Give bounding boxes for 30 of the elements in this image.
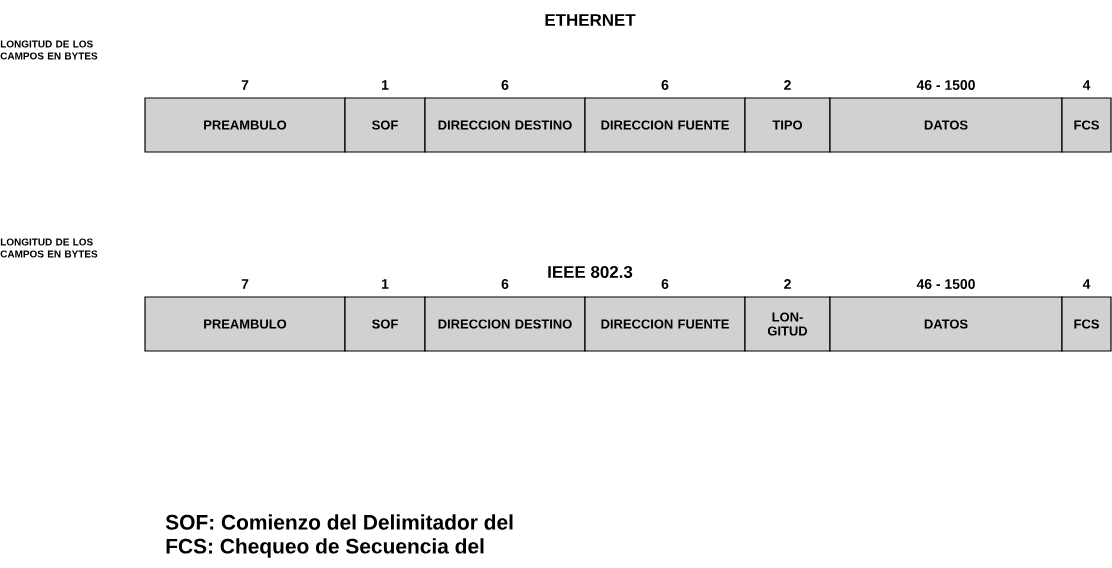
field-length: 6 bbox=[661, 80, 669, 90]
field-length: 4 bbox=[1082, 80, 1091, 90]
field-box: SOF bbox=[344, 97, 426, 153]
field-box: SOF bbox=[344, 296, 426, 352]
field-length: 6 bbox=[501, 80, 509, 90]
field-box: FCS bbox=[1061, 97, 1112, 153]
field-length: 6 bbox=[661, 279, 669, 289]
field-length: 7 bbox=[241, 279, 249, 289]
heading: ETHERNET bbox=[545, 14, 636, 26]
field-length: 7 bbox=[241, 80, 249, 90]
footnote: SOF: Comienzo del Delimitador del bbox=[165, 514, 513, 530]
field-length: 2 bbox=[784, 279, 791, 289]
field-length: 1 bbox=[382, 279, 389, 289]
heading: IEEE 802.3 bbox=[548, 266, 633, 278]
field-length: 1 bbox=[382, 80, 389, 90]
field-length: 6 bbox=[501, 279, 509, 289]
field-length: 2 bbox=[784, 80, 791, 90]
field-box: DIRECCION FUENTE bbox=[584, 97, 746, 153]
field-box: DIRECCION FUENTE bbox=[584, 296, 746, 352]
field-box: FCS bbox=[1061, 296, 1112, 352]
field-box: LON-GITUD bbox=[744, 296, 831, 352]
field-box: DIRECCION DESTINO bbox=[424, 97, 586, 153]
field-box: TIPO bbox=[744, 97, 831, 153]
small-label: LONGITUD DE LOS CAMPOS EN BYTES bbox=[0, 40, 98, 60]
footnote: FCS: Chequeo de Secuencia del bbox=[166, 538, 484, 558]
small-label: LONGITUD DE LOS CAMPOS EN BYTES bbox=[0, 238, 98, 258]
field-length: 4 bbox=[1082, 279, 1091, 289]
field-length: 46 - 1500 bbox=[916, 80, 975, 90]
field-box: DIRECCION DESTINO bbox=[424, 296, 586, 352]
field-length: 46 - 1500 bbox=[916, 279, 975, 289]
